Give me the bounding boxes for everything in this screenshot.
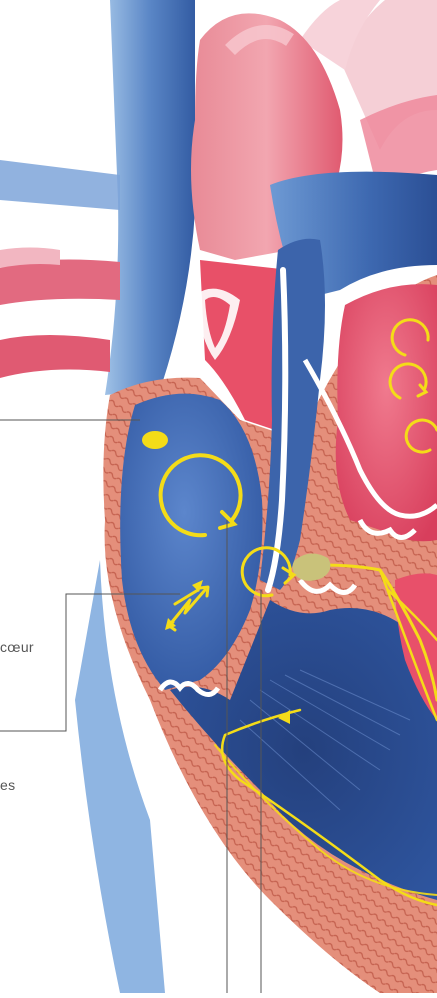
label-fragment-es: es (0, 777, 15, 793)
sa-node-dot (142, 431, 168, 449)
label-fragment-coeur: cœur (0, 639, 34, 655)
